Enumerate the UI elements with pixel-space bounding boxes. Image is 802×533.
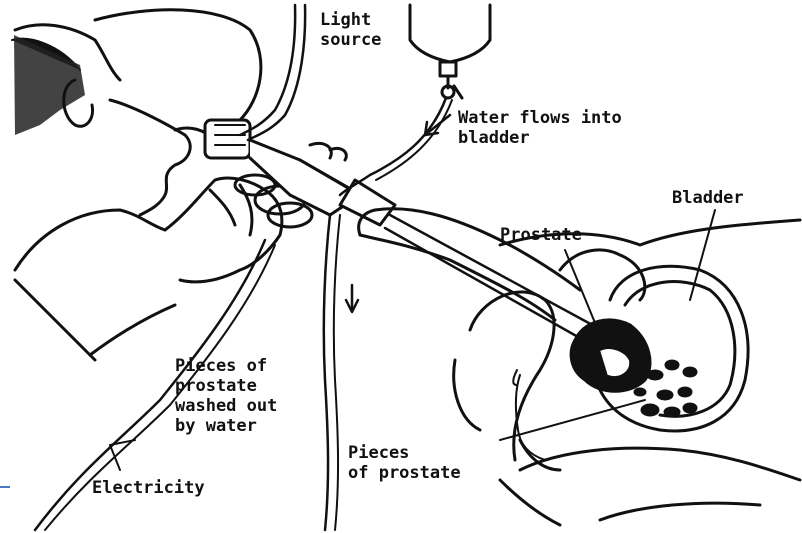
surgeon-hair — [12, 25, 120, 135]
light-cable — [240, 5, 305, 140]
prostate-shape — [571, 320, 650, 391]
label-bladder: Bladder — [672, 188, 744, 208]
outflow-tube — [324, 215, 330, 530]
label-water-flow: Water flows into bladder — [458, 108, 622, 148]
outflow-arrow — [346, 285, 358, 312]
leader-electricity — [110, 440, 135, 470]
leader-prostate — [565, 250, 600, 335]
label-light-source: Light source — [320, 10, 381, 50]
surgeon-face — [110, 100, 190, 215]
surgeon-shoulder — [15, 210, 165, 270]
label-electricity: Electricity — [92, 478, 205, 498]
irrigation-bag — [410, 5, 490, 98]
label-pieces-of-prostate: Pieces of prostate — [348, 443, 461, 483]
scope-eyepiece — [205, 120, 250, 158]
label-pieces-washed-out: Pieces of prostate washed out by water — [175, 356, 277, 436]
label-prostate: Prostate — [500, 225, 582, 245]
leg-contour — [520, 448, 800, 480]
